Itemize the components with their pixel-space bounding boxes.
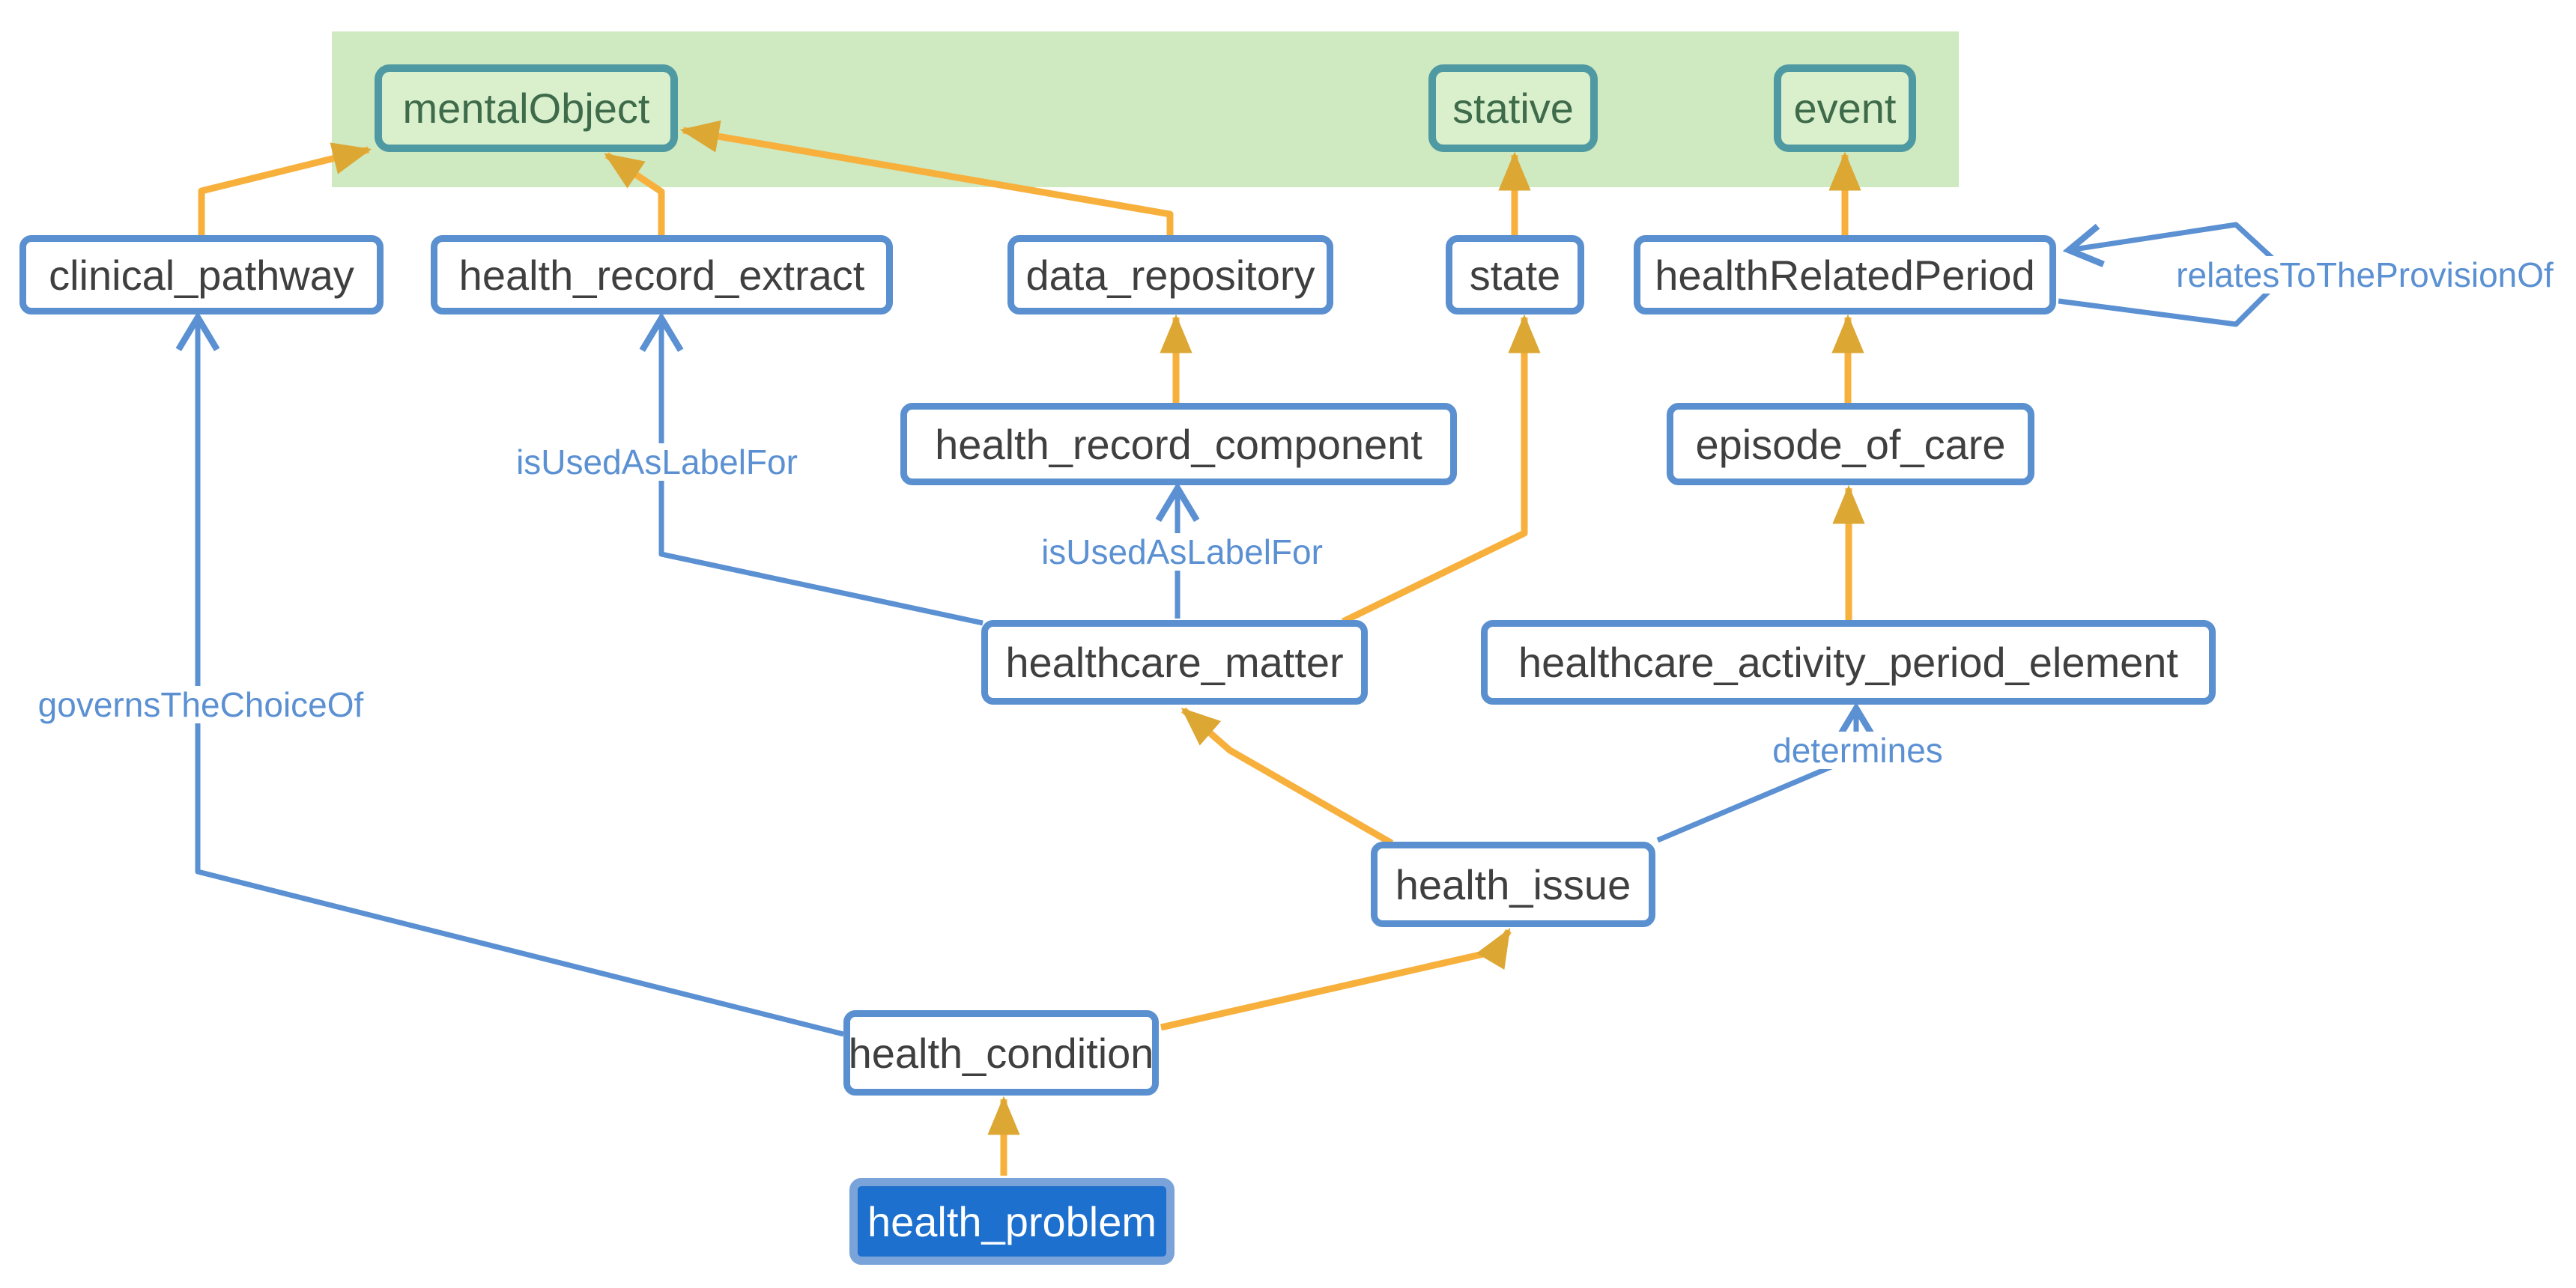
edge-determines xyxy=(1656,702,1879,843)
node-label: episode_of_care xyxy=(1695,420,2006,468)
edge-label-determines: determines xyxy=(1765,732,1951,769)
node-label: data_repository xyxy=(1025,251,1315,299)
node-health-problem[interactable]: health_problem xyxy=(849,1178,1175,1265)
node-health-record-extract[interactable]: health_record_extract xyxy=(431,235,893,315)
edge-health-record-extract-to-mental-object xyxy=(604,152,665,235)
node-state[interactable]: state xyxy=(1446,235,1584,315)
edge-label-is-used-as-label-for-center: isUsedAsLabelFor xyxy=(1034,533,1330,571)
node-label: healthcare_activity_period_element xyxy=(1518,639,2178,686)
node-health-condition[interactable]: health_condition xyxy=(843,1010,1159,1096)
node-data-repository[interactable]: data_repository xyxy=(1007,235,1333,315)
node-label: stative xyxy=(1452,85,1574,132)
node-clinical-pathway[interactable]: clinical_pathway xyxy=(19,235,384,315)
node-healthcare-matter[interactable]: healthcare_matter xyxy=(981,620,1368,705)
edge-clinical-pathway-to-mental-object xyxy=(198,142,372,235)
edge-data-repository-to-mental-object xyxy=(679,120,1174,235)
node-label: health_record_extract xyxy=(458,251,865,299)
edge-label-is-used-as-label-for-left: isUsedAsLabelFor xyxy=(509,443,805,481)
node-health-record-component[interactable]: health_record_component xyxy=(900,403,1457,485)
node-label: health_problem xyxy=(867,1197,1157,1245)
node-healthcare-activity-period-element[interactable]: healthcare_activity_period_element xyxy=(1481,620,2216,705)
node-label: health_issue xyxy=(1395,860,1631,908)
edge-label-governs-the-choice-of: governsTheChoiceOf xyxy=(30,686,372,723)
node-mental-object[interactable]: mentalObject xyxy=(375,64,678,152)
node-label: healthRelatedPeriod xyxy=(1655,251,2035,299)
node-label: health_record_component xyxy=(935,420,1422,468)
node-label: event xyxy=(1793,85,1897,132)
node-label: state xyxy=(1469,251,1561,299)
node-stative[interactable]: stative xyxy=(1428,64,1598,152)
node-health-issue[interactable]: health_issue xyxy=(1371,842,1655,927)
node-event[interactable]: event xyxy=(1774,64,1916,152)
edge-health-condition-to-health-issue xyxy=(1160,928,1512,1031)
node-label: healthcare_matter xyxy=(1005,639,1344,686)
edge-label-relates-to-the-provision-of: relatesToTheProvisionOf xyxy=(2169,256,2561,294)
edge-health-issue-to-healthcare-matter xyxy=(1181,707,1394,846)
node-label: health_condition xyxy=(848,1029,1154,1077)
edge-is-used-as-label-for-extract xyxy=(639,312,984,626)
node-label: clinical_pathway xyxy=(49,251,354,299)
edge-governs-the-choice-of xyxy=(175,311,844,1037)
edge-healthcare-matter-to-state xyxy=(1342,314,1541,625)
node-health-related-period[interactable]: healthRelatedPeriod xyxy=(1634,235,2056,315)
node-episode-of-care[interactable]: episode_of_care xyxy=(1667,403,2034,485)
node-label: mentalObject xyxy=(402,85,650,132)
